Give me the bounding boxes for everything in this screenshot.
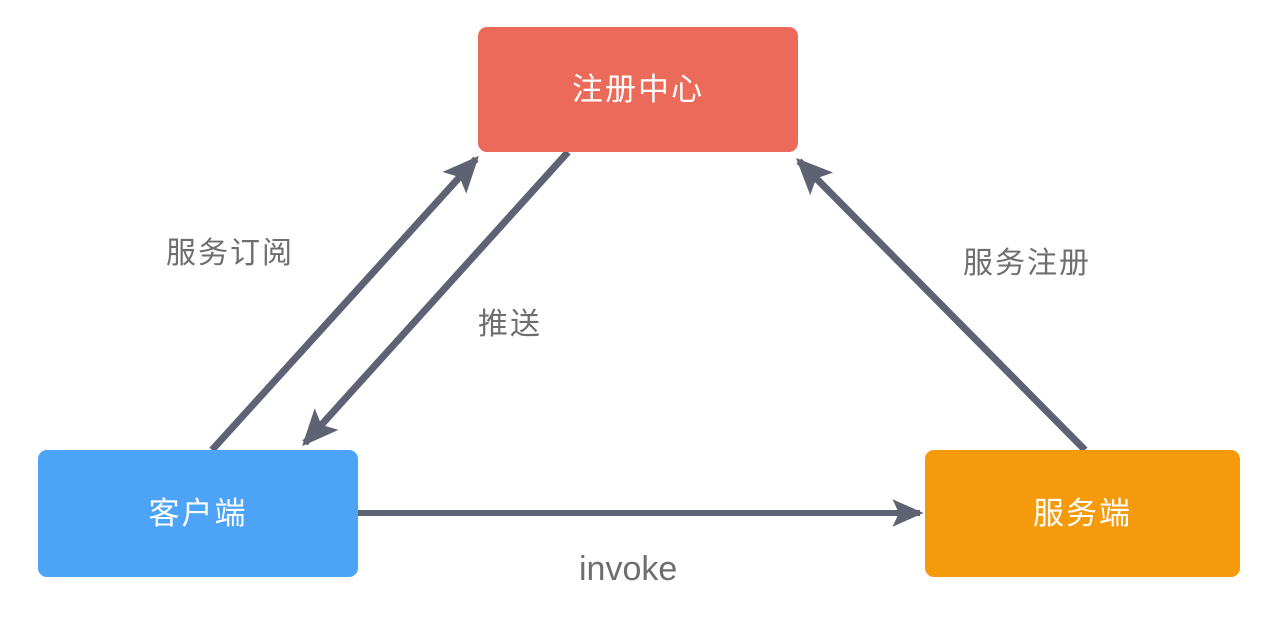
node-server[interactable]: 服务端 [925, 450, 1240, 577]
edge-line-subscribe [209, 155, 479, 453]
node-registry-center[interactable]: 注册中心 [478, 27, 798, 152]
edge-line-register [796, 158, 1088, 453]
node-client[interactable]: 客户端 [38, 450, 358, 577]
edge-label-register: 服务注册 [963, 247, 1091, 280]
edge-label-invoke: invoke [579, 550, 678, 588]
edge-label-push: 推送 [478, 308, 542, 341]
edge-line-push [302, 149, 571, 447]
edge-label-subscribe: 服务订阅 [166, 237, 294, 270]
